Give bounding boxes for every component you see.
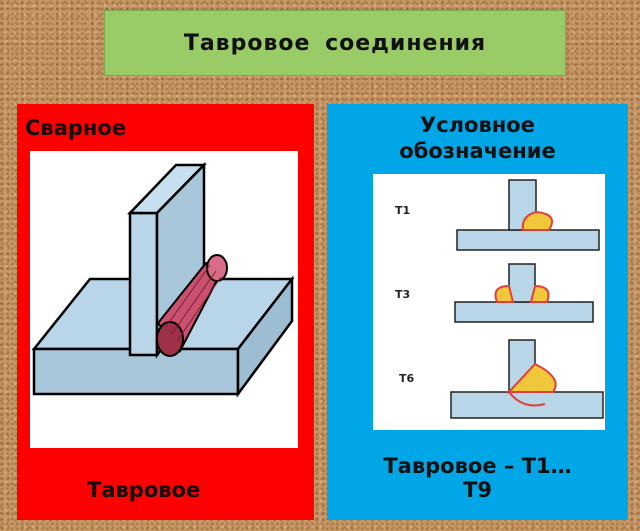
symbol-panel-title-line2: обозначение xyxy=(399,139,556,163)
symbol-label-t3: Т3 xyxy=(395,288,410,301)
symbol-panel-caption: Тавровое – Т1… Т9 xyxy=(327,454,628,502)
welded-joint-panel: Сварное Тавровое xyxy=(17,104,314,520)
welded-panel-title: Сварное xyxy=(25,116,127,140)
symbol-panel-title: Условное обозначение xyxy=(327,112,628,164)
symbol-t3 xyxy=(454,263,594,323)
tee-joint-drawing xyxy=(31,161,295,398)
symbol-panel: Условное обозначение Т1 Т3 Т6 xyxy=(327,104,628,520)
symbol-panel-caption-line2: Т9 xyxy=(463,478,492,502)
tee-joint-illustration xyxy=(30,151,298,448)
joint-symbols-illustration: Т1 Т3 Т6 xyxy=(373,174,605,430)
slide-title-box: Тавровое соединения xyxy=(104,10,566,76)
weld-bead xyxy=(156,254,228,357)
symbol-panel-title-line1: Условное xyxy=(420,113,535,137)
welded-panel-caption: Тавровое xyxy=(87,478,201,502)
slide-title: Тавровое соединения xyxy=(183,30,487,56)
symbol-label-t1: Т1 xyxy=(395,204,410,217)
joint-symbols-drawing: Т1 Т3 Т6 xyxy=(395,179,604,419)
symbol-label-t6: Т6 xyxy=(399,372,415,385)
vertical-plate-face xyxy=(128,211,159,357)
base-plate-side xyxy=(236,275,294,398)
symbol-panel-caption-line1: Тавровое – Т1… xyxy=(383,454,572,478)
symbol-t1 xyxy=(456,179,600,251)
symbol-t6 xyxy=(450,339,604,419)
